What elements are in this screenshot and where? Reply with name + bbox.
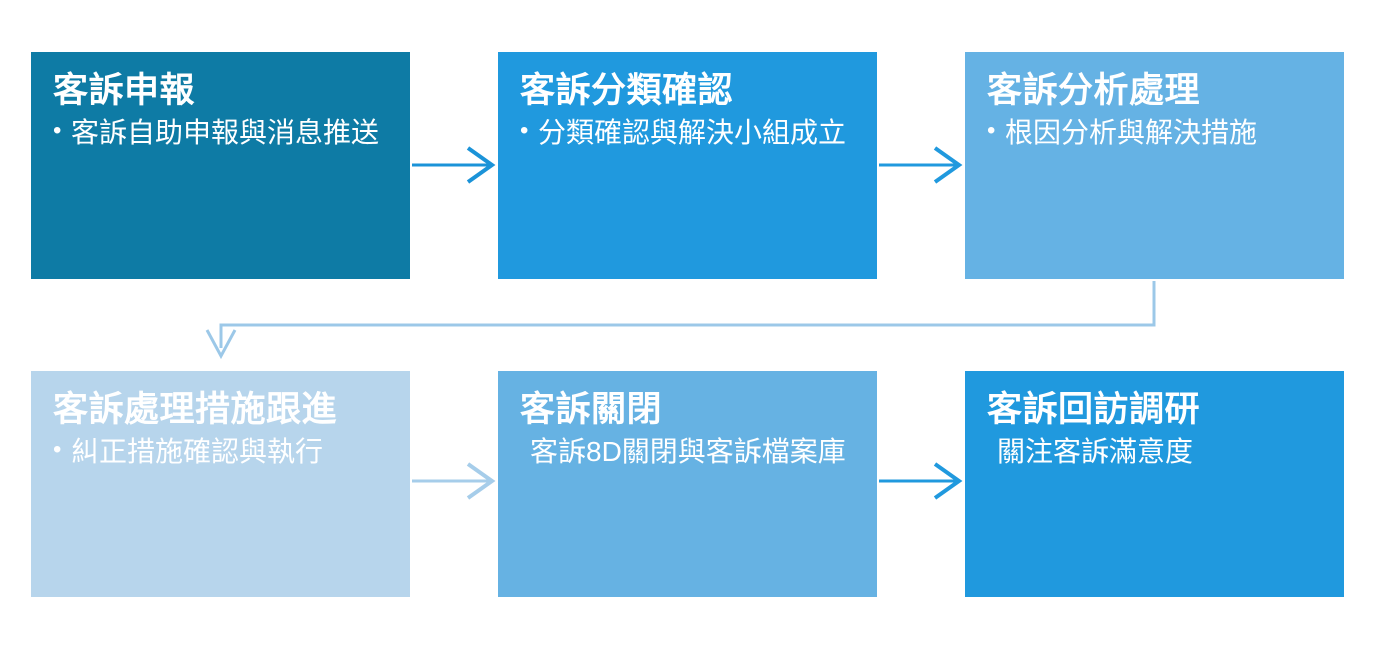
process-node-3-title: 客訴分析處理 xyxy=(987,71,1201,110)
process-node-2-body: 分類確認與解決小組成立 xyxy=(520,114,861,152)
arrow-3-4 xyxy=(205,281,1156,360)
arrow-1-2 xyxy=(412,146,496,184)
process-node-5-title: 客訴關閉 xyxy=(520,390,663,429)
process-node-5[interactable]: 客訴關閉 客訴8D關閉與客訴檔案庫 xyxy=(498,371,877,597)
process-node-4-item: 糾正措施確認與執行 xyxy=(53,433,394,471)
process-node-5-body: 客訴8D關閉與客訴檔案庫 xyxy=(520,434,861,471)
process-node-3[interactable]: 客訴分析處理 根因分析與解決措施 xyxy=(965,52,1344,279)
process-node-6-title: 客訴回訪調研 xyxy=(987,390,1201,429)
process-node-1-item: 客訴自助申報與消息推送 xyxy=(53,114,394,152)
process-node-2-item: 分類確認與解決小組成立 xyxy=(520,114,861,152)
process-node-6-body: 關注客訴滿意度 xyxy=(987,434,1328,471)
process-node-4-body: 糾正措施確認與執行 xyxy=(53,433,394,471)
process-node-2-title: 客訴分類確認 xyxy=(520,71,734,110)
process-node-3-body: 根因分析與解決措施 xyxy=(987,114,1328,152)
arrow-4-5 xyxy=(412,462,496,500)
process-node-1-title: 客訴申報 xyxy=(53,71,196,110)
process-node-2[interactable]: 客訴分類確認 分類確認與解決小組成立 xyxy=(498,52,877,279)
process-node-6[interactable]: 客訴回訪調研 關注客訴滿意度 xyxy=(965,371,1344,597)
process-node-5-item: 客訴8D關閉與客訴檔案庫 xyxy=(530,436,846,468)
arrow-2-3 xyxy=(879,146,963,184)
arrow-5-6 xyxy=(879,462,963,500)
process-node-1[interactable]: 客訴申報 客訴自助申報與消息推送 xyxy=(31,52,410,279)
process-node-4-title: 客訴處理措施跟進 xyxy=(53,390,338,429)
process-node-6-item: 關注客訴滿意度 xyxy=(997,436,1194,468)
process-node-4[interactable]: 客訴處理措施跟進 糾正措施確認與執行 xyxy=(31,371,410,597)
process-node-3-item: 根因分析與解決措施 xyxy=(987,114,1328,152)
process-node-1-body: 客訴自助申報與消息推送 xyxy=(53,114,394,152)
